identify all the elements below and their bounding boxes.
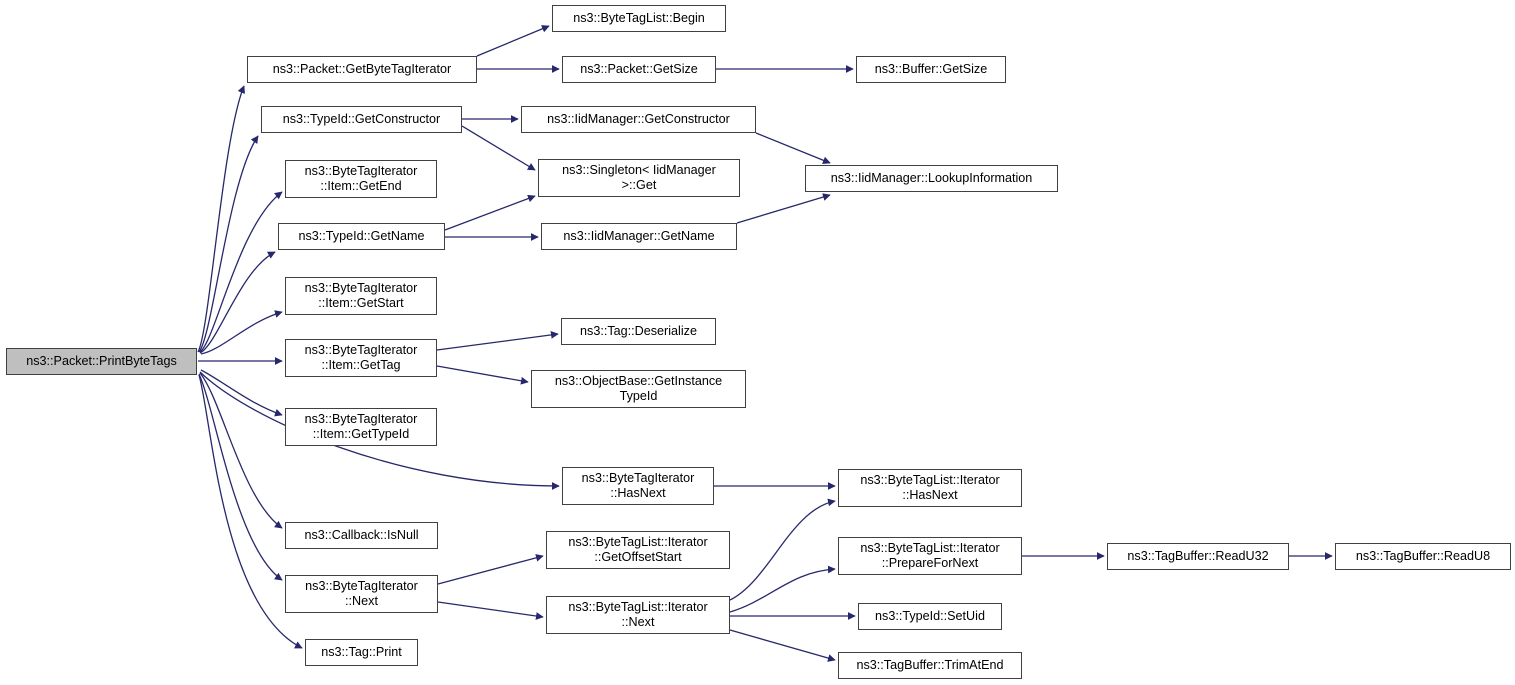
graph-node-buffergetsize[interactable]: ns3::Buffer::GetSize [856,56,1006,83]
graph-edge-root-to-itemgetend [199,191,283,353]
graph-edge-listiternext-to-listiterhasnext [729,498,836,601]
graph-edge-getbytetagiter-to-bytetaglistbegin [476,25,550,57]
graph-edge-root-to-typeidgetname [199,251,276,354]
graph-edge-listiternext-to-prepareforNext [729,565,836,613]
graph-edge-root-to-getbytetagiter [197,85,245,353]
graph-edge-itemgettag-to-objbasegetinst [436,365,529,385]
graph-node-typeidgetctor[interactable]: ns3::TypeId::GetConstructor [261,106,462,133]
graph-node-trimatend[interactable]: ns3::TagBuffer::TrimAtEnd [838,652,1022,679]
graph-edge-root-to-itemgettypeid [200,369,283,417]
graph-edge-root-to-typeidgetctor [198,135,259,353]
graph-node-lookupinfo[interactable]: ns3::IidManager::LookupInformation [805,165,1058,192]
graph-edge-root-to-itemgetstart [200,310,283,355]
graph-node-packetgetsize[interactable]: ns3::Packet::GetSize [562,56,716,83]
graph-edge-iidgetname-to-lookupinfo [736,193,831,224]
graph-node-byteiterhasnext[interactable]: ns3::ByteTagIterator ::HasNext [562,467,714,505]
graph-node-typeidsetuid[interactable]: ns3::TypeId::SetUid [858,603,1002,630]
graph-node-getbytetagiter[interactable]: ns3::Packet::GetByteTagIterator [247,56,477,83]
graph-node-itemgettypeid[interactable]: ns3::ByteTagIterator ::Item::GetTypeId [285,408,437,446]
graph-node-prepareforNext[interactable]: ns3::ByteTagList::Iterator ::PrepareForN… [838,537,1022,575]
graph-edge-itemgettag-to-tagdeserialize [436,331,559,351]
graph-node-objbasegetinst[interactable]: ns3::ObjectBase::GetInstance TypeId [531,370,746,408]
graph-node-callbackisnull[interactable]: ns3::Callback::IsNull [285,522,438,549]
graph-node-byteiternext[interactable]: ns3::ByteTagIterator ::Next [285,575,438,613]
graph-node-readu32[interactable]: ns3::TagBuffer::ReadU32 [1107,543,1289,570]
graph-edge-typeidgetname-to-singletonget [444,194,536,231]
graph-edge-byteiternext-to-listiternext [437,601,544,620]
graph-node-root[interactable]: ns3::Packet::PrintByteTags [6,348,197,375]
graph-node-iidgetctor[interactable]: ns3::IidManager::GetConstructor [521,106,756,133]
graph-node-itemgetend[interactable]: ns3::ByteTagIterator ::Item::GetEnd [285,160,437,198]
graph-edge-root-to-callbackisnull [199,372,283,529]
graph-node-listiterhasnext[interactable]: ns3::ByteTagList::Iterator ::HasNext [838,469,1022,507]
graph-node-tagprint[interactable]: ns3::Tag::Print [305,639,418,666]
graph-node-iidgetname[interactable]: ns3::IidManager::GetName [541,223,737,250]
graph-edge-byteiternext-to-getoffsetstart [437,554,544,585]
graph-edge-iidgetctor-to-lookupinfo [755,132,831,164]
graph-node-itemgettag[interactable]: ns3::ByteTagIterator ::Item::GetTag [285,339,437,377]
graph-edge-root-to-byteiternext [198,373,283,581]
graph-node-tagdeserialize[interactable]: ns3::Tag::Deserialize [561,318,716,345]
graph-edge-listiternext-to-trimatend [729,629,836,662]
graph-node-readu8[interactable]: ns3::TagBuffer::ReadU8 [1335,543,1511,570]
graph-node-typeidgetname[interactable]: ns3::TypeId::GetName [278,223,445,250]
graph-node-getoffsetstart[interactable]: ns3::ByteTagList::Iterator ::GetOffsetSt… [546,531,730,569]
graph-node-singletonget[interactable]: ns3::Singleton< IidManager >::Get [538,159,740,197]
graph-node-itemgetstart[interactable]: ns3::ByteTagIterator ::Item::GetStart [285,277,437,315]
graph-node-listiternext[interactable]: ns3::ByteTagList::Iterator ::Next [546,596,730,634]
graph-node-bytetaglistbegin[interactable]: ns3::ByteTagList::Begin [552,5,726,32]
